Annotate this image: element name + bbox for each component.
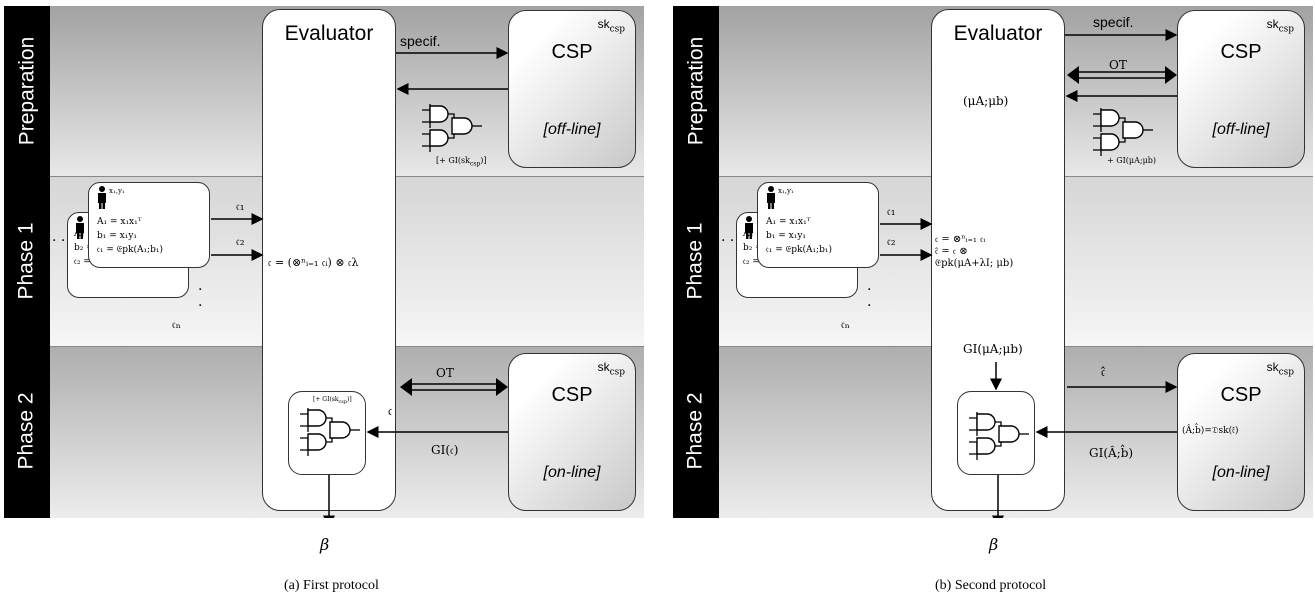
csp-mode: [on-line] — [543, 464, 601, 481]
csp-key: skcsp — [597, 360, 625, 378]
csp-title: CSP — [551, 41, 593, 63]
person-icon — [98, 186, 106, 209]
combine-formula: 𝔠 = (⊗ⁿᵢ₌₁ 𝔠ᵢ) ⊗ 𝔠λ — [268, 256, 359, 269]
label-c2: 𝔠₂ — [887, 234, 896, 248]
label-specif: specif. — [1093, 14, 1134, 30]
ellipsis: .. — [198, 278, 203, 310]
garbled-circuit-box — [957, 391, 1035, 475]
user-line: 𝔠₁ = 𝔈pk(A₁;b₁) — [766, 245, 832, 255]
csp-online-box: skcsp CSP (Â;b̂)=𝔇sk(𝔠̂) [on-line] — [1177, 353, 1305, 511]
phase-sidebar: Preparation Phase 1 Phase 2 — [673, 6, 719, 518]
person-icon — [76, 216, 84, 239]
label-gi-mu: GI(μA;μb) — [963, 342, 1023, 356]
csp-key: skcsp — [597, 17, 625, 35]
ellipsis: . . — [721, 229, 735, 245]
label-gi-sk: [+ GI(skcsp)] — [436, 156, 487, 168]
user-label: x₁,y₁ — [778, 187, 794, 195]
user-label: x₁,y₁ — [109, 187, 125, 195]
caption-a: (a) First protocol — [284, 578, 379, 593]
diagram-arrows — [745, 29, 1178, 518]
csp-online-box: skcsp CSP [on-line] — [508, 353, 636, 511]
label-gi-hat: GI(Â;b̂) — [1089, 446, 1134, 460]
user-card-1: x₁,y₁ A₁ = x₁x₁ᵀ b₁ = x₁y₁ 𝔠₁ = 𝔈pk(A₁;b… — [757, 182, 879, 268]
label-c1: 𝔠₁ — [236, 199, 245, 213]
diagram-arrows — [76, 47, 509, 518]
label-c-hat: 𝔠̂ — [1101, 364, 1106, 380]
csp-title: CSP — [1220, 384, 1262, 406]
label-ot: OT — [1109, 58, 1127, 72]
csp-mode: [off-line] — [543, 121, 601, 138]
label-c-out: 𝔠 — [388, 403, 393, 419]
label-mu: (μA;μb) — [963, 94, 1009, 108]
ellipsis: .. — [867, 278, 872, 310]
label-c2: 𝔠₂ — [236, 234, 245, 248]
csp-key: skcsp — [1266, 360, 1294, 378]
user-card-1: x₁,y₁ A₁ = x₁x₁ᵀ b₁ = x₁y₁ 𝔠₁ = 𝔈pk(A₁;b… — [88, 182, 210, 268]
label-gi-c: GI(𝔠) — [431, 443, 459, 457]
user-line: b₁ = x₁y₁ — [766, 231, 807, 241]
csp-title: CSP — [551, 384, 593, 406]
label-ot: OT — [436, 366, 454, 380]
csp-mode: [off-line] — [1212, 121, 1270, 138]
gate-label: [+ GI(skcsp)] — [313, 396, 352, 406]
phase-sidebar: Preparation Phase 1 Phase 2 — [4, 6, 50, 518]
user-line: A₁ = x₁x₁ᵀ — [97, 217, 142, 227]
user-line: b₁ = x₁y₁ — [97, 231, 138, 241]
label-gi-mu-small: + GI(μA;μb) — [1107, 156, 1157, 165]
caption-b: (b) Second protocol — [935, 578, 1047, 593]
person-icon — [767, 186, 775, 209]
evaluator-title: Evaluator — [953, 22, 1043, 45]
label-cn: 𝔠ₙ — [841, 317, 850, 331]
label-cn: 𝔠ₙ — [172, 317, 181, 331]
beta-output-a: β — [320, 535, 330, 554]
combine-formula: 𝔠 = ⊗ⁿᵢ₌₁ 𝔠ᵢ 𝔠̂ = 𝔠 ⊗ 𝔈pk(μA+λI; μb) — [935, 234, 1014, 269]
csp-offline-box: skcsp CSP [off-line] — [508, 10, 636, 168]
evaluator-title: Evaluator — [284, 22, 374, 45]
panel-second-protocol: Preparation Phase 1 Phase 2 Evaluator sk… — [673, 6, 1313, 518]
decrypt-formula: (Â;b̂)=𝔇sk(𝔠̂) — [1182, 426, 1239, 436]
csp-title: CSP — [1220, 41, 1262, 63]
user-line: A₁ = x₁x₁ᵀ — [766, 217, 811, 227]
csp-key: skcsp — [1266, 17, 1294, 35]
ellipsis: . . — [52, 229, 66, 245]
garbled-circuit-box: [+ GI(skcsp)] — [288, 391, 366, 475]
label-c1: 𝔠₁ — [887, 204, 896, 218]
panel-first-protocol: Preparation Phase 1 Phase 2 Evaluator sk… — [4, 6, 644, 518]
csp-offline-box: skcsp CSP [off-line] — [1177, 10, 1305, 168]
person-icon — [745, 216, 753, 239]
beta-output-b: β — [989, 535, 999, 554]
label-specif: specif. — [400, 33, 441, 49]
csp-mode: [on-line] — [1212, 464, 1270, 481]
user-line: 𝔠₁ = 𝔈pk(A₁;b₁) — [97, 245, 163, 255]
